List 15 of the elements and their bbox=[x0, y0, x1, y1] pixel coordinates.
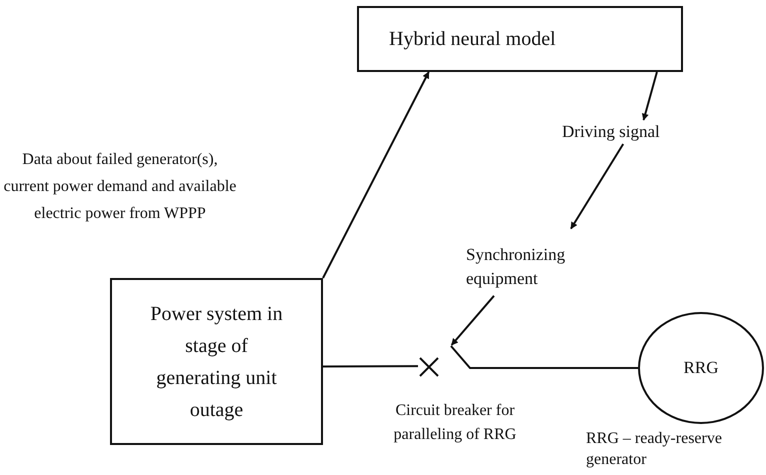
input-data-note: Data about failed generator(s), current power demand and available electric power from WPPP bbox=[2, 150, 238, 224]
arrow bbox=[450, 295, 495, 346]
arrow bbox=[322, 71, 430, 278]
arrow bbox=[642, 72, 658, 121]
abbreviation-note: RRG – ready-reserve generator bbox=[586, 429, 723, 470]
arrow bbox=[570, 143, 624, 230]
generator-circle: RRG bbox=[638, 312, 764, 424]
connector-line bbox=[323, 365, 418, 368]
process-box: Power system in stage of generating unit outage bbox=[110, 278, 323, 445]
process-box: Hybrid neural model bbox=[357, 6, 683, 72]
connector-line bbox=[474, 367, 638, 370]
circuit-breaker-symbol bbox=[418, 345, 474, 377]
breaker-caption: Circuit breaker for paralleling of RRG bbox=[392, 401, 518, 445]
signal-label: Synchronizing equipment bbox=[466, 243, 606, 291]
signal-label: Driving signal bbox=[562, 120, 698, 144]
